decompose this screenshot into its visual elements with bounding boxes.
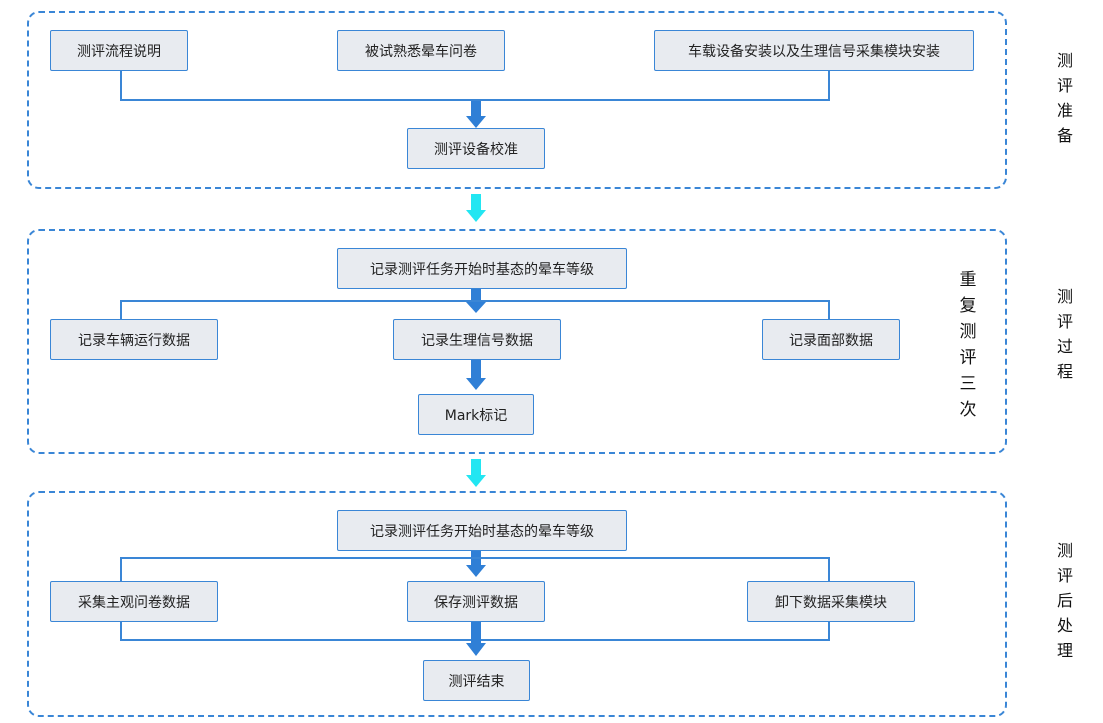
stage-post-frame [27, 491, 1007, 717]
stage-label-prep: 测评准备 [1056, 51, 1073, 145]
arrow-down-icon [466, 101, 486, 128]
stage-prep-frame [27, 11, 1007, 189]
box-process-intro: 测评流程说明 [50, 30, 188, 71]
connector-line [828, 71, 830, 101]
connector-line [120, 99, 830, 101]
arrow-down-icon [466, 194, 486, 222]
connector-line [120, 300, 830, 302]
connector-line [120, 622, 122, 641]
arrow-down-icon [466, 360, 486, 390]
stage-label-process: 测评过程 [1056, 287, 1073, 381]
box-questionnaire-familiarize: 被试熟悉晕车问卷 [337, 30, 505, 71]
connector-line [120, 557, 122, 581]
box-mark: Mark标记 [418, 394, 534, 435]
connector-line [120, 71, 122, 101]
repeat-three-times-note: 重复测评三次 [959, 270, 977, 420]
box-baseline-record-post: 记录测评任务开始时基态的晕车等级 [337, 510, 627, 551]
box-vehicle-data: 记录车辆运行数据 [50, 319, 218, 360]
box-face-data: 记录面部数据 [762, 319, 900, 360]
box-device-calibration: 测评设备校准 [407, 128, 545, 169]
box-device-install: 车载设备安装以及生理信号采集模块安装 [654, 30, 974, 71]
stage-label-post: 测评后处理 [1056, 541, 1073, 660]
connector-line [828, 622, 830, 641]
connector-line [120, 557, 830, 559]
connector-line [828, 557, 830, 581]
arrow-down-icon [466, 459, 486, 487]
arrow-down-icon [466, 622, 486, 656]
box-remove-module: 卸下数据采集模块 [747, 581, 915, 622]
box-baseline-record: 记录测评任务开始时基态的晕车等级 [337, 248, 627, 289]
arrow-down-icon [466, 551, 486, 577]
connector-line [120, 300, 122, 319]
connector-line [828, 300, 830, 319]
stage-process-frame [27, 229, 1007, 454]
box-questionnaire-collect: 采集主观问卷数据 [50, 581, 218, 622]
box-physio-data: 记录生理信号数据 [393, 319, 561, 360]
box-test-end: 测评结束 [423, 660, 530, 701]
box-save-data: 保存测评数据 [407, 581, 545, 622]
